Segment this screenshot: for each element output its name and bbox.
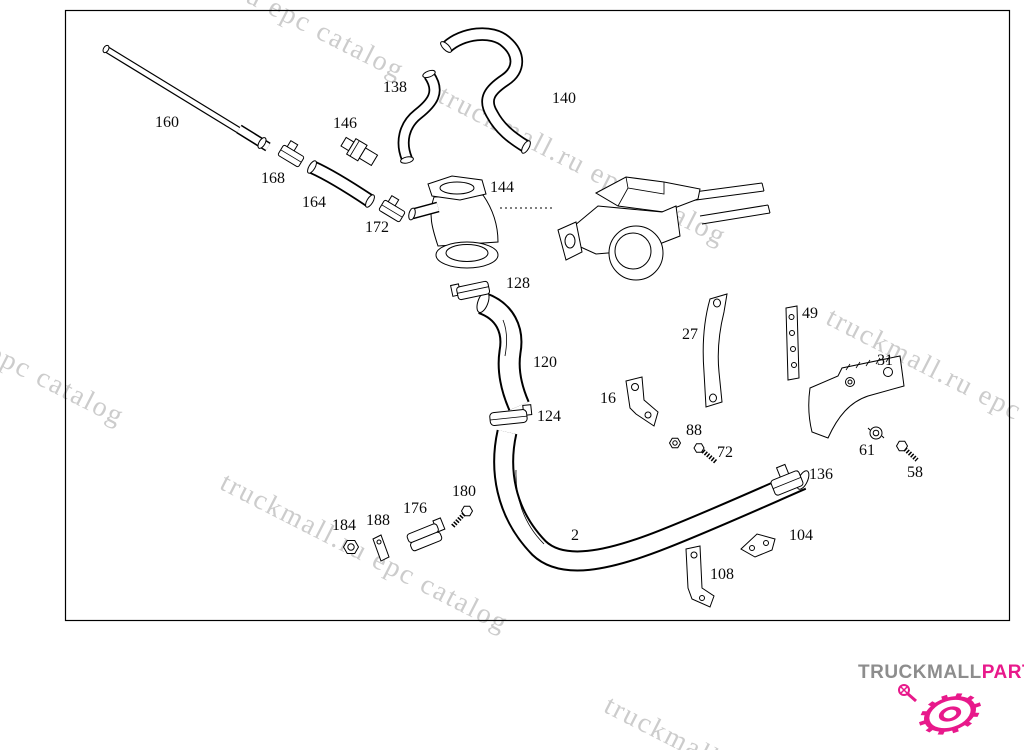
part-label-27: 27: [682, 326, 698, 343]
part-label-104: 104: [789, 527, 813, 544]
part-label-2: 2: [571, 527, 579, 544]
part-label-88: 88: [686, 422, 702, 439]
part-144-housing: [408, 175, 499, 269]
part-27-bracket: [702, 293, 728, 408]
part-label-160: 160: [155, 114, 179, 131]
part-138-hose: [397, 69, 441, 164]
part-label-136: 136: [809, 466, 833, 483]
part-168-clamp: [277, 140, 305, 168]
part-label-16: 16: [600, 390, 616, 407]
part-16-bracket: [625, 376, 659, 427]
part-160-pipe: [102, 44, 271, 152]
part-72-bolt: [693, 443, 718, 464]
part-140-hose: [440, 27, 531, 154]
part-176-clamp: [406, 517, 446, 552]
part-label-108: 108: [710, 566, 734, 583]
diagram-border: [64, 9, 1011, 622]
part-label-146: 146: [333, 115, 357, 132]
part-label-172: 172: [365, 219, 389, 236]
engine-assembly: [557, 176, 771, 281]
part-label-188: 188: [366, 512, 390, 529]
part-label-128: 128: [506, 275, 530, 292]
part-label-49: 49: [802, 305, 818, 322]
part-label-184: 184: [332, 517, 356, 534]
part-label-180: 180: [452, 483, 476, 500]
part-120-pipe: [476, 291, 530, 411]
part-label-120: 120: [533, 354, 557, 371]
brand-logo: TRUCKMALLPARTS: [858, 662, 1024, 684]
part-180-bolt: [450, 505, 474, 529]
part-label-144: 144: [490, 179, 514, 196]
part-188-strip: [372, 534, 390, 562]
part-58-bolt: [895, 440, 919, 462]
part-164-hose: [307, 160, 375, 208]
part-label-140: 140: [552, 90, 576, 107]
part-172-clamp: [378, 195, 406, 223]
part-label-164: 164: [302, 194, 326, 211]
part-49-strip: [785, 305, 800, 381]
part-146-fitting: [340, 136, 379, 167]
screw-icon: [898, 684, 917, 703]
part-124-clamp: [489, 404, 533, 427]
part-31-plate: [808, 355, 905, 439]
part-128-clamp: [449, 280, 491, 301]
part-136-clamp: [770, 463, 804, 496]
part-label-176: 176: [403, 500, 427, 517]
part-184-nut: [342, 540, 360, 554]
part-label-58: 58: [907, 464, 923, 481]
part-88-nut: [668, 437, 682, 449]
part-label-124: 124: [537, 408, 561, 425]
part-label-72: 72: [717, 444, 733, 461]
gear-icon: [898, 684, 982, 735]
part-label-138: 138: [383, 79, 407, 96]
part-label-168: 168: [261, 170, 285, 187]
brand-name-parts: PARTS: [981, 662, 1024, 683]
brand-name-truckmall: TRUCKMALL: [858, 662, 982, 683]
part-label-61: 61: [859, 442, 875, 459]
part-108-bracket: [685, 545, 715, 608]
part-label-31: 31: [877, 352, 893, 369]
part-61-nut: [867, 426, 885, 440]
part-104-bracket: [740, 533, 776, 558]
